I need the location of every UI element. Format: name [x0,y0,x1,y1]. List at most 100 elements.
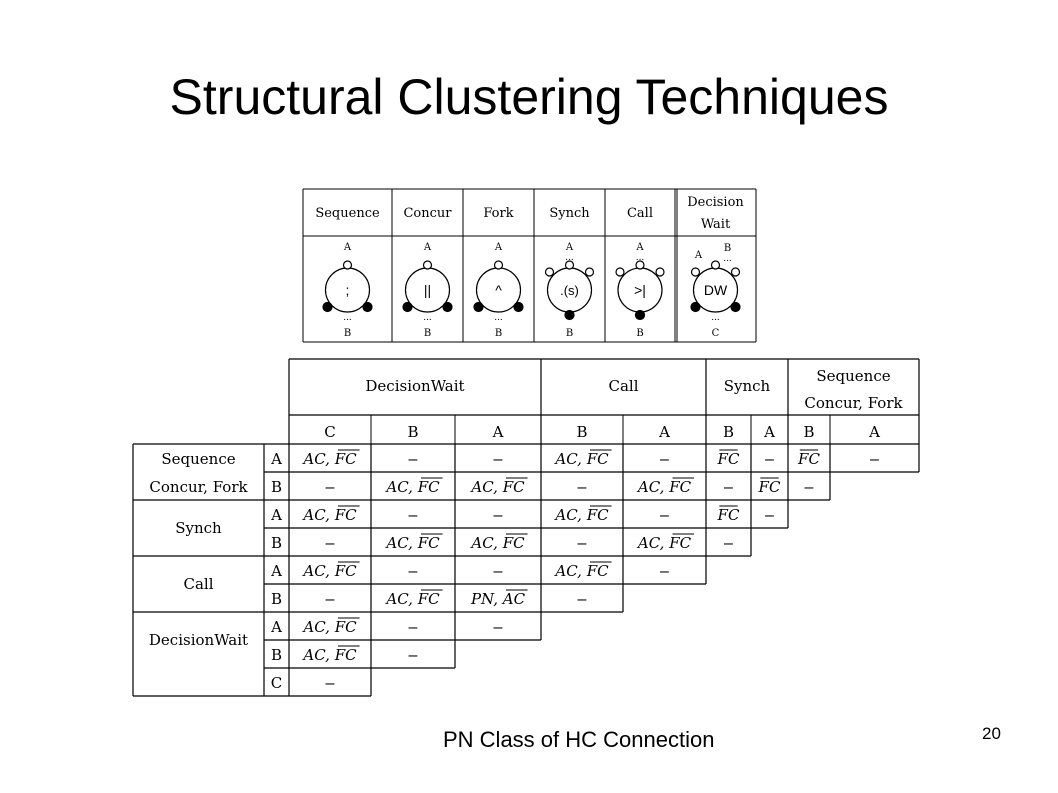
input-port-circle [635,260,645,270]
port-label-top: A [343,242,352,253]
col-port-label: B [407,423,418,441]
output-port-dot [513,301,524,313]
cell-dash: – [326,535,335,552]
page-number: 20 [982,724,1001,743]
input-port-circle [544,267,555,277]
cell-dash: – [578,591,587,608]
output-port-dot [473,301,484,313]
cell-fc: FC [717,450,740,468]
cell-dash: – [409,563,418,580]
col-port-label: A [658,423,670,441]
cell-dash: – [409,647,418,664]
cell-dash: – [870,451,879,468]
row-group-concur-fork: Concur, Fork [149,478,248,496]
port-dots: ... [711,313,720,323]
cell-dash: – [660,451,669,468]
cell-dash: – [494,619,503,636]
port-dots: ... [423,313,432,323]
cell-acfc: AC, FC [636,534,692,552]
cell-dash: – [805,479,814,496]
input-port-circle [422,260,433,270]
row-group-synch: Synch [175,519,222,537]
port-label-bottom: B [344,328,351,339]
cell-acfc: AC, FC [384,590,440,608]
port-label-top: A [635,242,644,253]
port-label-top: A [423,242,432,253]
port-label-top: A [565,242,574,253]
input-port-circle [615,267,625,277]
cell-acfc: AC, FC [553,506,609,524]
cell-dash: – [326,479,335,496]
port-dots: ... [494,313,503,323]
slide-title: Structural Clustering Techniques [169,69,889,125]
port-label-bottom: C [712,328,720,339]
cell-dash: – [765,507,774,524]
cell-dash: – [494,507,503,524]
port-label-top: A [494,242,503,253]
output-port-dot [564,309,575,321]
input-port-circle [730,267,741,277]
cell-dash: – [326,675,335,692]
operator-symbol: ^ [495,282,502,298]
output-port-dot [322,301,333,313]
slide-footer: PN Class of HC Connection [443,727,715,752]
port-dots: ... [343,313,352,323]
col-group-synch: Synch [724,377,771,395]
port-label-bottom: B [636,328,643,339]
row-port-label: B [271,646,282,664]
op-header-wait: Wait [701,217,731,232]
row-port-label: C [271,674,282,692]
port-label-bottom: B [566,328,573,339]
cell-acfc: AC, FC [636,478,692,496]
output-port-dot [634,309,646,321]
col-group-concur-fork: Concur, Fork [804,394,903,412]
cell-acfc: AC, FC [301,562,357,580]
operator-symbol: ; [346,282,350,298]
output-port-dot [362,301,373,313]
row-port-label: B [271,478,282,496]
row-group-sequence: Sequence [161,450,235,468]
row-port-label: A [270,562,282,580]
cell-acfc: AC, FC [553,450,609,468]
cell-acfc: AC, FC [553,562,609,580]
cell-pnac: PN, AC [470,590,526,608]
input-port-circle [690,267,701,277]
cell-dash: – [578,479,587,496]
cell-dash: – [578,535,587,552]
input-port-circle [564,260,575,270]
col-port-label: A [492,423,504,441]
cell-dash: – [765,451,774,468]
port-label-top-left: A [694,250,703,261]
cell-dash: – [494,563,503,580]
operator-symbol: DW [704,282,728,298]
output-port-dot [442,301,453,313]
cell-acfc: AC, FC [301,506,357,524]
cell-fc: FC [717,506,740,524]
port-dots: ... [636,253,645,263]
col-port-label: A [763,423,775,441]
col-group-sequence: Sequence [816,367,890,385]
port-label-bottom: B [424,328,431,339]
operator-symbol: .(s) [560,283,579,298]
cell-dash: – [326,591,335,608]
col-port-label: A [868,423,880,441]
input-port-circle [584,267,595,277]
cell-dash: – [660,563,669,580]
row-port-label: A [270,450,282,468]
cell-acfc: AC, FC [384,478,440,496]
cell-fc: FC [797,450,820,468]
row-port-label: B [271,534,282,552]
op-header-fork: Fork [483,206,513,221]
output-port-dot [730,301,741,313]
col-group-call: Call [608,377,638,395]
cell-acfc: AC, FC [301,618,357,636]
cell-dash: – [409,619,418,636]
cell-acfc: AC, FC [301,450,357,468]
col-port-label: C [324,423,335,441]
col-group-decisionwait: DecisionWait [365,377,464,395]
cell-dash: – [724,479,733,496]
port-dots: ... [723,254,732,264]
row-port-label: A [270,618,282,636]
cell-dash: – [494,451,503,468]
